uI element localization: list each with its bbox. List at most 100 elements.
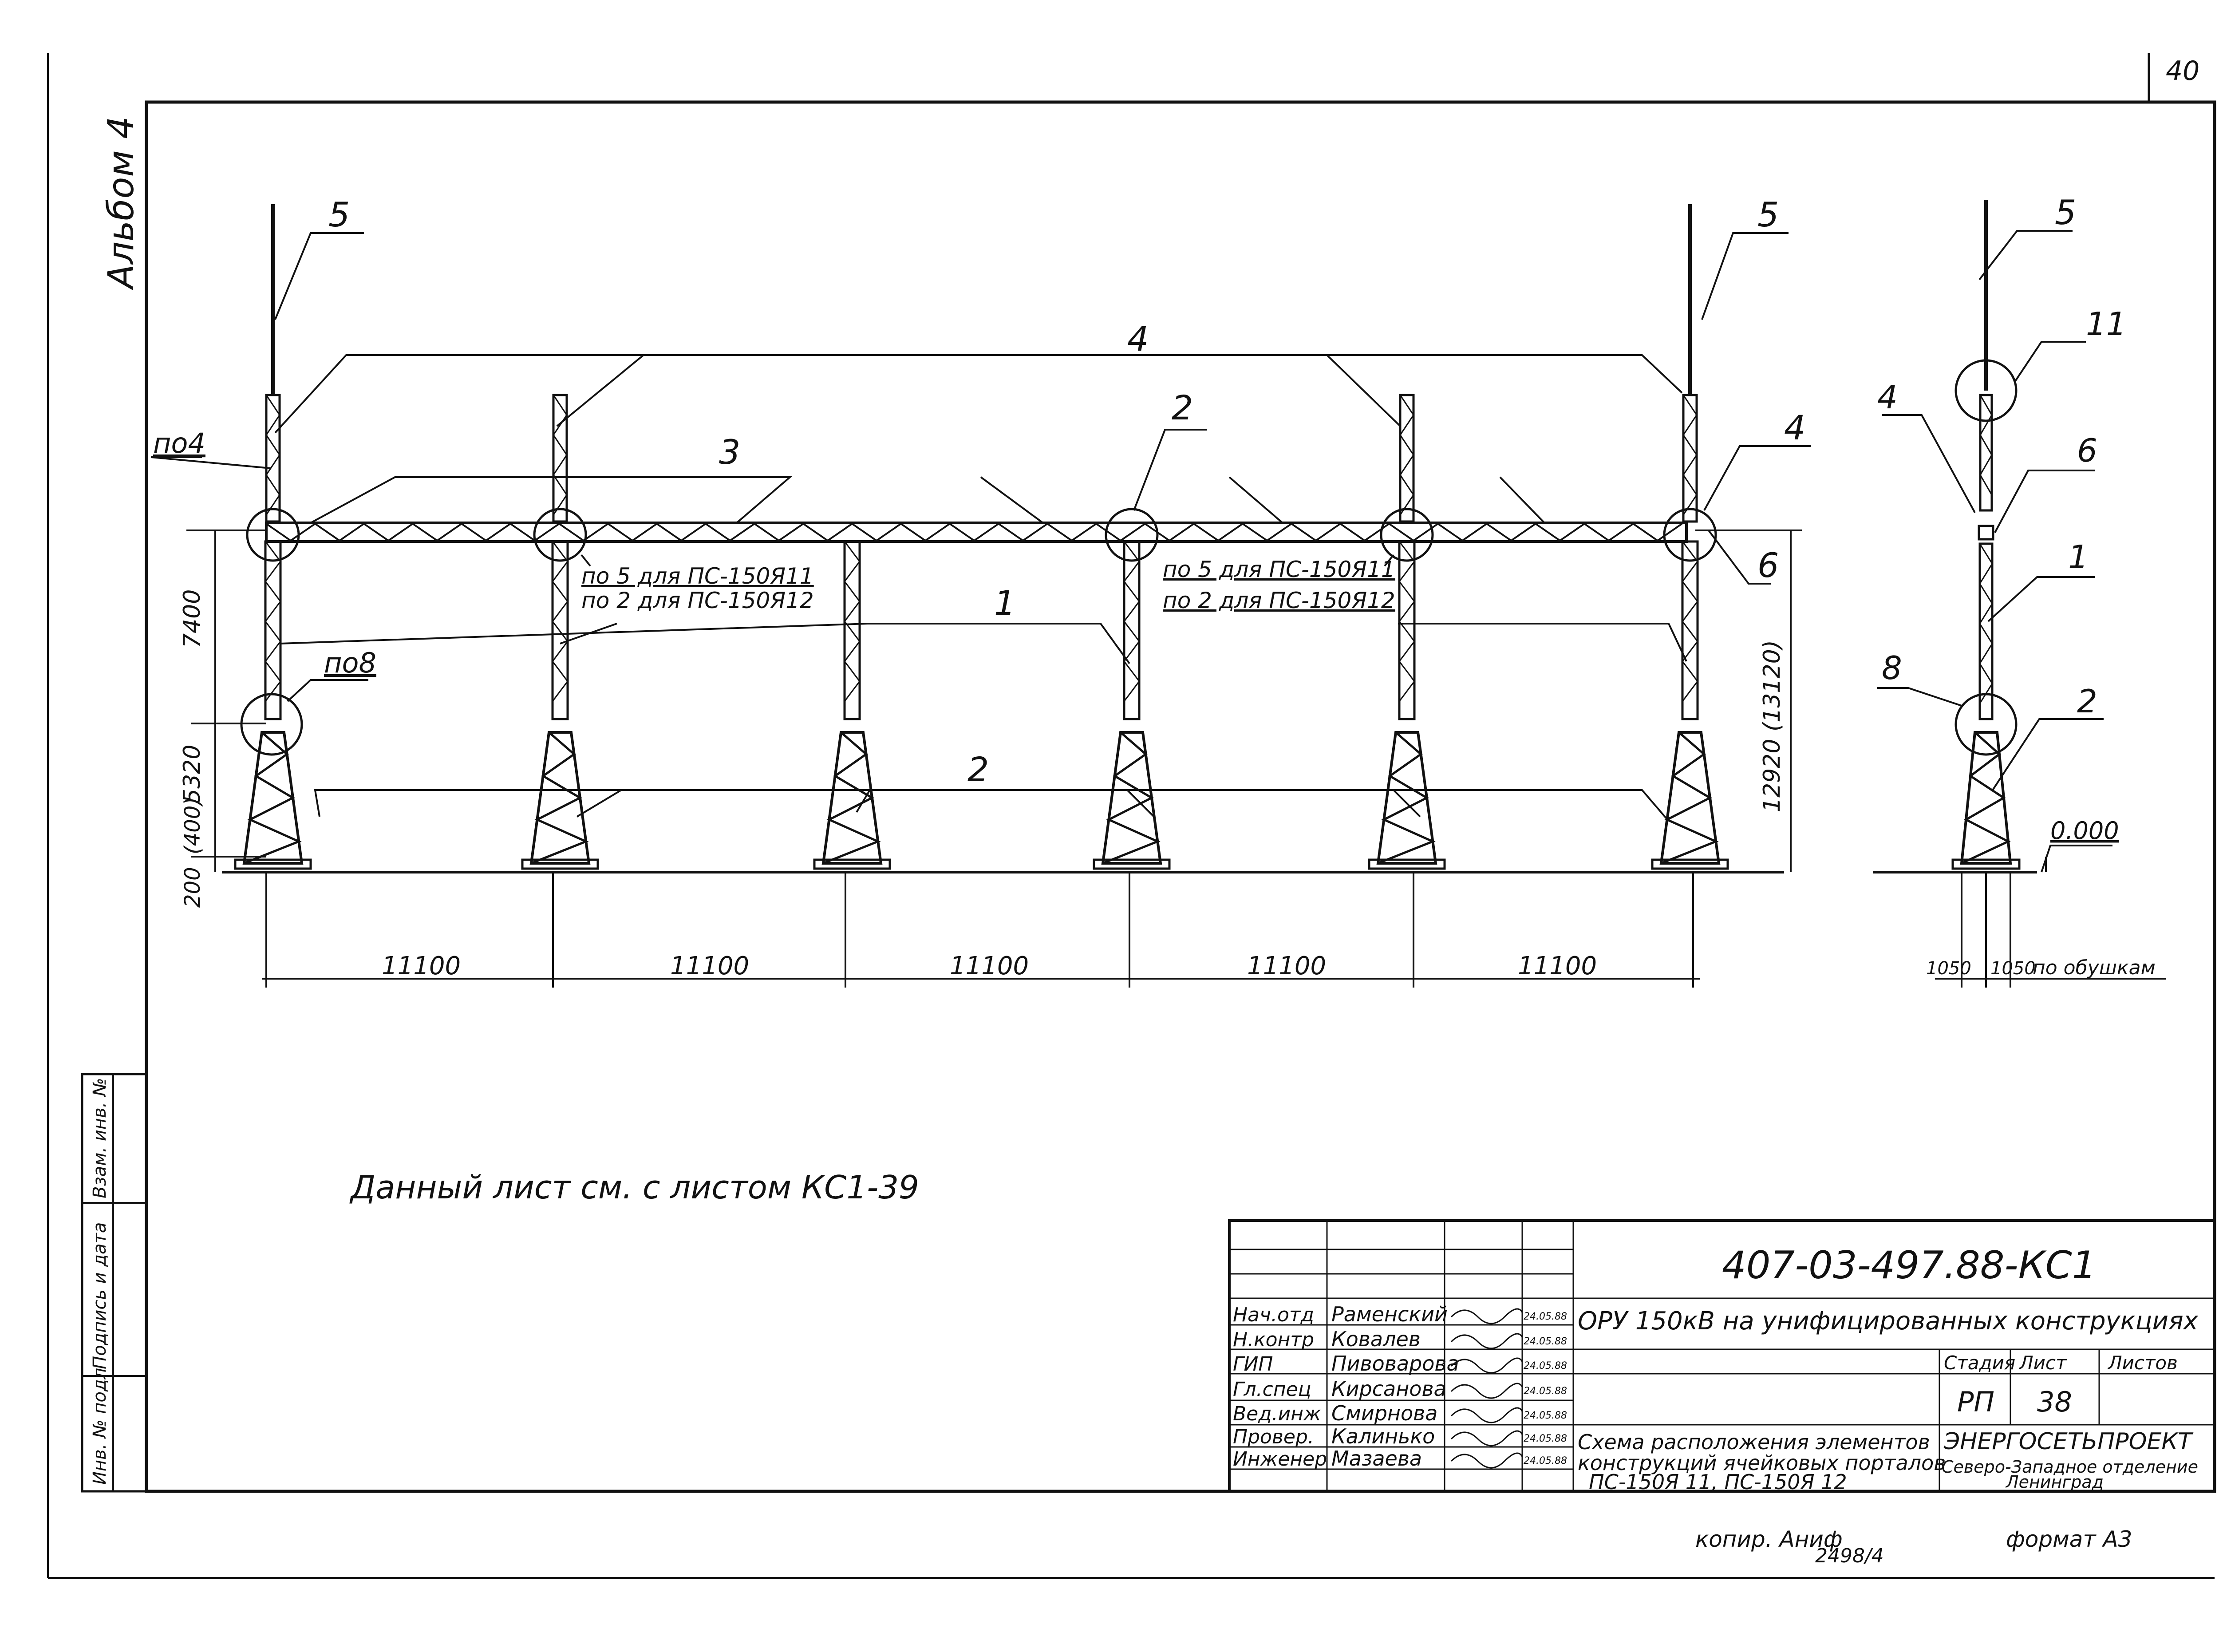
note-b-line1: по 5 для ПС-150Я11 bbox=[1163, 557, 1395, 582]
dim-span-3: 11100 bbox=[950, 952, 1029, 980]
staff-name: Калинько bbox=[1331, 1424, 1435, 1448]
staff-date: 24.05.88 bbox=[1524, 1311, 1567, 1322]
detail-circle-2 bbox=[533, 508, 587, 562]
label-detail-2: 2 bbox=[1172, 388, 1193, 427]
label-base: 2 bbox=[967, 750, 989, 789]
note-a-line2: по 2 для ПС-150Я12 bbox=[581, 588, 814, 613]
label-column: 1 bbox=[994, 583, 1015, 623]
sheet-value: 38 bbox=[2037, 1386, 2072, 1418]
portal-tower bbox=[521, 394, 599, 870]
staff-signature bbox=[1450, 1430, 1523, 1446]
label-mast-right: 5 bbox=[1757, 195, 1779, 234]
dim-span-1: 11100 bbox=[382, 952, 461, 980]
sheet-title-1: Схема расположения элементов bbox=[1578, 1430, 1930, 1454]
stage-value: РП bbox=[1957, 1386, 1994, 1418]
dim-400: (400) bbox=[180, 797, 205, 854]
label-detail-top-left: по4 bbox=[153, 427, 205, 459]
dim-5320: 5320 bbox=[179, 745, 205, 803]
dimension-chain-horizontal bbox=[262, 872, 1700, 988]
portal-structure: 5 5 4 3 2 4 6 по4 по8 1 2 по 5 для ПС-15… bbox=[150, 193, 2166, 988]
side-label-mast: 5 bbox=[2055, 193, 2076, 232]
stage-header: Стадия bbox=[1944, 1352, 2015, 1374]
footer-format: формат А3 bbox=[2006, 1526, 2132, 1552]
sheet-title-3: ПС-150Я 11, ПС-150Я 12 bbox=[1589, 1470, 1847, 1494]
staff-name: Смирнова bbox=[1331, 1401, 1437, 1425]
side-dim-right: 1050 bbox=[1990, 958, 2036, 979]
dim-span-2: 11100 bbox=[670, 952, 749, 980]
project-title: ОРУ 150кВ на унифицированных конструкция… bbox=[1578, 1307, 2199, 1336]
side-label-base: 2 bbox=[2077, 683, 2097, 720]
staff-name: Пивоварова bbox=[1331, 1352, 1459, 1375]
side-dim-note: по обушкам bbox=[2033, 956, 2156, 979]
staff-role: ГИП bbox=[1233, 1353, 1273, 1375]
staff-role: Нач.отд bbox=[1233, 1304, 1314, 1326]
side-label-column: 1 bbox=[2068, 538, 2089, 576]
doc-code: 407-03-497.88-КС1 bbox=[1722, 1243, 2096, 1288]
staff-date: 24.05.88 bbox=[1524, 1336, 1567, 1347]
side-label-4: 4 bbox=[1877, 379, 1898, 416]
detail-circle-3 bbox=[1380, 508, 1434, 562]
staff-name: Мазаева bbox=[1331, 1446, 1422, 1470]
staff-signature bbox=[1450, 1407, 1523, 1423]
org-sub-1: Северо-Западное отделение bbox=[1942, 1457, 2198, 1477]
dim-7400: 7400 bbox=[179, 589, 205, 648]
staff-name: Ковалев bbox=[1331, 1327, 1421, 1351]
staff-role: Гл.спец bbox=[1233, 1378, 1311, 1401]
portal-tower bbox=[1368, 394, 1446, 870]
dim-span-5: 11100 bbox=[1518, 952, 1597, 980]
staff-role: Инженер bbox=[1233, 1448, 1327, 1470]
staff-date: 24.05.88 bbox=[1524, 1433, 1567, 1444]
sheet-title-2: конструкций ячейковых порталов bbox=[1578, 1451, 1946, 1475]
portal-tower bbox=[1651, 204, 1729, 870]
staff-role: Провер. bbox=[1233, 1426, 1314, 1448]
stamp-replaced-inv: Взам. инв. № bbox=[90, 1078, 110, 1198]
staff-name: Раменский bbox=[1331, 1302, 1448, 1326]
portal-tower bbox=[1093, 540, 1171, 870]
dimension-vertical-right bbox=[1695, 530, 1802, 872]
stamp-inv-no: Инв. № подл bbox=[90, 1368, 110, 1485]
portal-tower bbox=[813, 540, 891, 870]
staff-date: 24.05.88 bbox=[1524, 1410, 1567, 1421]
staff-role: Н.контр bbox=[1233, 1328, 1314, 1351]
sheets-header: Листов bbox=[2107, 1352, 2178, 1374]
dimension-chain-vertical-left bbox=[186, 530, 266, 872]
staff-signature bbox=[1450, 1452, 1523, 1469]
staff-signature bbox=[1450, 1383, 1523, 1399]
album-label: Альбом 4 bbox=[100, 116, 142, 291]
stamp-sign-date: Подпись и дата bbox=[90, 1222, 110, 1369]
detail-circle-center bbox=[1105, 508, 1159, 562]
dim-span-4: 11100 bbox=[1247, 952, 1326, 980]
side-label-11: 11 bbox=[2086, 305, 2127, 343]
dim-height-total: 12920 (13120) bbox=[1759, 640, 1785, 812]
portal-tower bbox=[234, 204, 312, 870]
sheet-note: Данный лист см. с листом КС1-39 bbox=[349, 1169, 919, 1206]
footer-copied-num: 2498/4 bbox=[1815, 1545, 1884, 1567]
label-detail-6: 6 bbox=[1757, 545, 1779, 585]
staff-date: 24.05.88 bbox=[1524, 1360, 1567, 1371]
dim-200: 200 bbox=[180, 867, 205, 908]
staff-date: 24.05.88 bbox=[1524, 1455, 1567, 1466]
detail-circle-top-left bbox=[246, 508, 300, 562]
truss-beam bbox=[265, 522, 1688, 543]
drawing-frame bbox=[145, 100, 2216, 1493]
side-label-8: 8 bbox=[1882, 649, 1902, 687]
side-view: 5 11 4 6 1 8 2 0.000 1050 1050 по обушка… bbox=[1873, 193, 2166, 988]
staff-signature bbox=[1450, 1333, 1523, 1349]
note-b-line2: по 2 для ПС-150Я12 bbox=[1163, 588, 1395, 613]
label-column-top: 4 bbox=[1127, 319, 1149, 359]
detail-circle-8 bbox=[1954, 693, 2018, 756]
detail-circle-top-right bbox=[1663, 508, 1717, 562]
side-stamp: Инв. № подл Подпись и дата Взам. инв. № bbox=[81, 1073, 148, 1493]
label-beam: 3 bbox=[719, 432, 740, 472]
staff-signature bbox=[1450, 1308, 1523, 1324]
label-mast-left: 5 bbox=[328, 195, 350, 234]
side-dim-left: 1050 bbox=[1926, 958, 1971, 979]
staff-date: 24.05.88 bbox=[1524, 1386, 1567, 1397]
title-block: 407-03-497.88-КС1 ОРУ 150кВ на унифициро… bbox=[1228, 1219, 2216, 1494]
staff-role: Вед.инж bbox=[1233, 1403, 1321, 1425]
leader-lines bbox=[150, 232, 1811, 822]
side-label-6: 6 bbox=[2077, 432, 2097, 469]
side-elevation-label: 0.000 bbox=[2050, 817, 2119, 845]
